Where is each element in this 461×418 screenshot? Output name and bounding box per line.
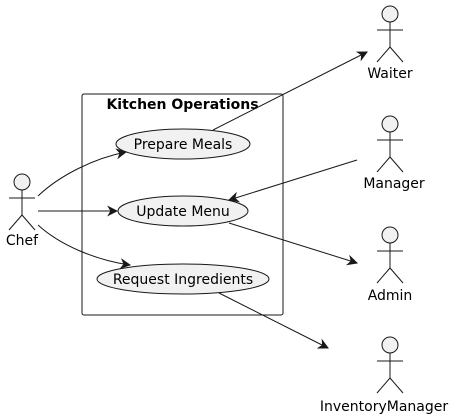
actor-label: InventoryManager — [320, 399, 448, 415]
actor-label: Chef — [6, 233, 39, 249]
actor-waiter: Waiter — [367, 5, 413, 82]
actor-label: Manager — [363, 176, 425, 192]
usecase-update-menu: Update Menu — [117, 195, 249, 227]
usecase-request-ingredients: Request Ingredients — [96, 263, 270, 295]
actor-admin: Admin — [368, 226, 413, 304]
edge-prepare-meals-waiter — [212, 51, 368, 131]
usecase-label: Update Menu — [136, 204, 230, 220]
system-title: Kitchen Operations — [106, 97, 258, 113]
actor-inventory-manager: InventoryManager — [320, 336, 448, 415]
actor-manager: Manager — [363, 115, 425, 192]
actor-chef: Chef — [6, 173, 39, 249]
usecase-label: Prepare Meals — [134, 137, 233, 153]
edge-request-ingredients-inventory-manager — [218, 292, 329, 349]
edge-update-menu-admin — [228, 222, 359, 266]
edge-chef-request-ingredients — [37, 224, 132, 270]
edge-chef-prepare-meals — [37, 148, 128, 197]
usecase-label: Request Ingredients — [113, 272, 253, 288]
usecase-prepare-meals: Prepare Meals — [115, 128, 251, 160]
edge-manager-update-menu — [227, 159, 358, 203]
actor-label: Admin — [368, 288, 413, 304]
actor-label: Waiter — [367, 66, 413, 82]
